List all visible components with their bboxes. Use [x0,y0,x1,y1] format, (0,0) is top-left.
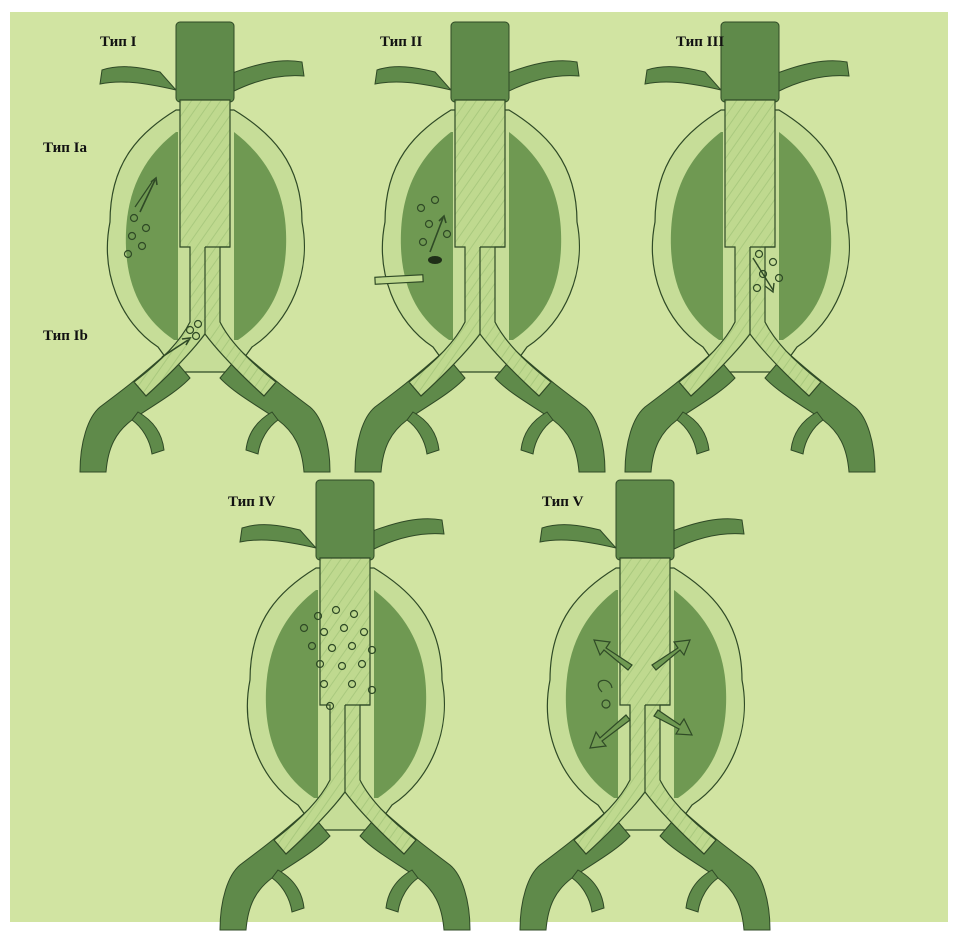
aneurysm-diagram-type-3 [625,22,875,472]
label-type-1b: Тип Ib [43,328,88,345]
aneurysm-diagram-type-2 [355,22,605,472]
aneurysm-diagram-type-1 [80,22,330,472]
label-type-1a: Тип Ia [43,140,87,157]
label-type-3: Тип III [676,34,724,51]
label-type-1: Тип I [100,34,137,51]
label-type-4: Тип IV [228,494,275,511]
aneurysm-diagram-type-4 [220,480,470,930]
label-type-2: Тип II [380,34,422,51]
aneurysm-diagram-type-5 [520,480,770,930]
endoleak-types-figure: Тип I Тип Ia Тип Ib Тип II Тип III Тип I… [10,12,948,922]
label-type-5: Тип V [542,494,584,511]
